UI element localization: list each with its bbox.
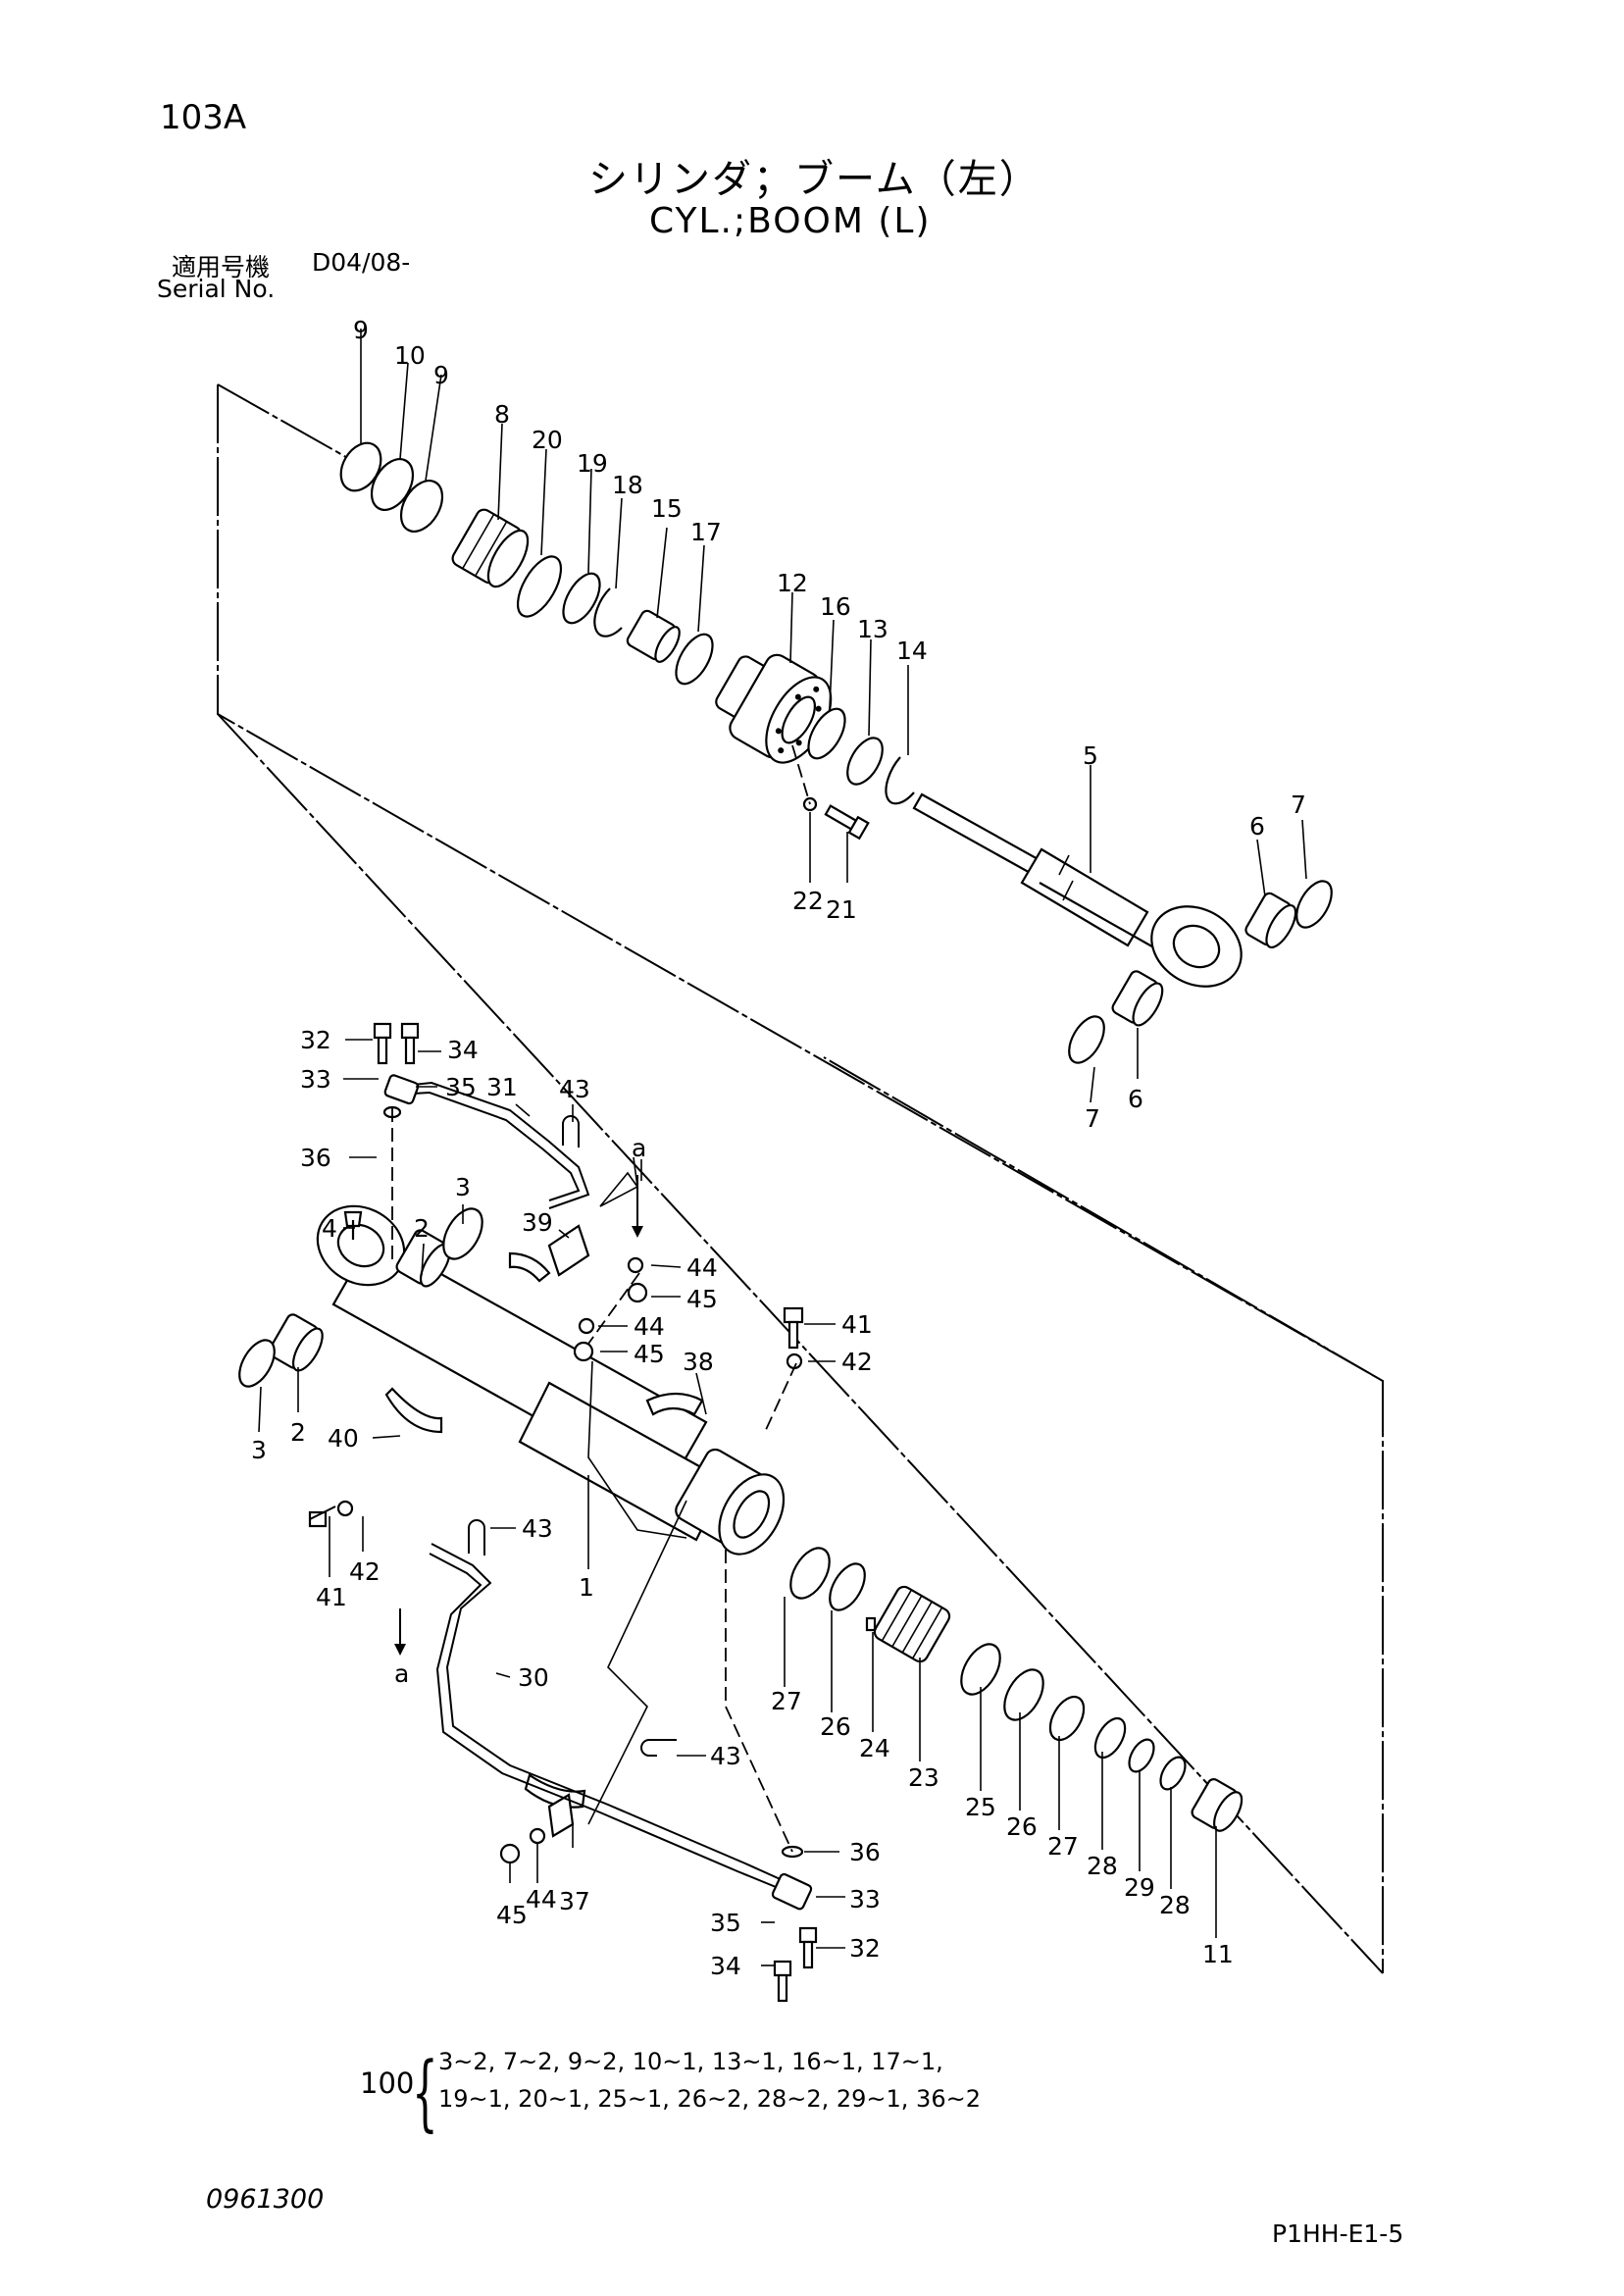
callout-40: 40 xyxy=(328,1424,359,1453)
callout-38: 38 xyxy=(683,1348,714,1376)
callout-28a: 28 xyxy=(1087,1852,1118,1880)
callout-10: 10 xyxy=(394,341,426,370)
callout-5: 5 xyxy=(1083,741,1098,770)
callout-16: 16 xyxy=(820,592,851,621)
callout-labels: 9 10 9 8 20 19 18 15 17 12 16 13 14 5 6 … xyxy=(251,316,1306,1980)
callout-22: 22 xyxy=(792,887,824,915)
callout-33a: 33 xyxy=(300,1065,331,1094)
callout-13: 13 xyxy=(857,615,888,643)
callout-34b: 34 xyxy=(710,1952,741,1980)
callout-3a: 3 xyxy=(455,1173,471,1201)
callout-44a: 44 xyxy=(686,1253,718,1282)
kit-brace: { xyxy=(412,2044,438,2140)
callout-35b: 35 xyxy=(710,1909,741,1937)
callout-12: 12 xyxy=(777,569,808,597)
callout-37: 37 xyxy=(559,1887,590,1915)
callout-45b: 45 xyxy=(634,1340,665,1368)
callout-24: 24 xyxy=(859,1734,890,1762)
callout-43b: 43 xyxy=(522,1514,553,1543)
title-english: CYL.;BOOM (L) xyxy=(649,201,932,241)
callout-27b: 27 xyxy=(1047,1832,1079,1861)
callout-26b: 26 xyxy=(1006,1812,1038,1841)
callout-15: 15 xyxy=(651,494,683,523)
callout-2b: 2 xyxy=(290,1418,306,1447)
callout-36b: 36 xyxy=(849,1838,881,1866)
callout-9a: 9 xyxy=(353,316,369,344)
callout-30: 30 xyxy=(518,1663,549,1692)
callout-21: 21 xyxy=(826,895,857,924)
callout-42a: 42 xyxy=(841,1348,873,1376)
callout-4: 4 xyxy=(322,1214,337,1243)
callout-6b: 6 xyxy=(1128,1085,1143,1113)
callout-41b: 41 xyxy=(316,1583,347,1611)
piston-rod xyxy=(912,792,1243,988)
callout-11: 11 xyxy=(1202,1940,1234,1968)
callout-29: 29 xyxy=(1124,1873,1155,1902)
callout-32a: 32 xyxy=(300,1026,331,1054)
cylinder-tube-assembly xyxy=(238,1022,1243,2003)
callout-8: 8 xyxy=(494,400,510,429)
callout-a2: a xyxy=(394,1659,409,1688)
rod-assembly xyxy=(339,441,1333,1064)
callout-26a: 26 xyxy=(820,1712,851,1741)
callout-7a: 7 xyxy=(1291,791,1306,819)
callout-45a: 45 xyxy=(686,1285,718,1313)
kit-contents-line-1: 3~2, 7~2, 9~2, 10~1, 13~1, 16~1, 17~1, xyxy=(438,2048,943,2075)
callout-1: 1 xyxy=(579,1573,594,1602)
callout-6a: 6 xyxy=(1249,812,1265,841)
callout-32b: 32 xyxy=(849,1934,881,1963)
callout-39: 39 xyxy=(522,1208,553,1237)
callout-20: 20 xyxy=(532,426,563,454)
callout-27a: 27 xyxy=(771,1687,802,1715)
serial-label-english: Serial No. xyxy=(157,275,276,303)
callout-34a: 34 xyxy=(447,1036,479,1064)
callout-9b: 9 xyxy=(433,361,449,389)
kit-contents-line-2: 19~1, 20~1, 25~1, 26~2, 28~2, 29~1, 36~2 xyxy=(438,2085,981,2113)
serial-label-japanese: 適用号機 xyxy=(172,253,271,281)
callout-36a: 36 xyxy=(300,1144,331,1172)
callout-2a: 2 xyxy=(414,1214,430,1243)
callout-44b: 44 xyxy=(634,1312,665,1341)
title-japanese: シリンダ；ブーム（左） xyxy=(588,157,1040,202)
callout-23: 23 xyxy=(908,1763,939,1792)
callout-31: 31 xyxy=(486,1073,518,1101)
callout-25: 25 xyxy=(965,1793,996,1821)
callout-3b: 3 xyxy=(251,1436,267,1464)
callout-44c: 44 xyxy=(526,1885,557,1913)
callout-45c: 45 xyxy=(496,1901,528,1929)
page-number: 103A xyxy=(160,98,247,137)
page-code: P1HH-E1-5 xyxy=(1272,2219,1404,2248)
serial-value: D04/08- xyxy=(312,248,411,277)
callout-35a: 35 xyxy=(445,1073,477,1101)
callout-18: 18 xyxy=(612,471,643,499)
callout-19: 19 xyxy=(577,449,608,478)
callout-43a: 43 xyxy=(559,1075,590,1103)
leader-lines xyxy=(258,329,1307,1966)
catalog-number: 0961300 xyxy=(206,2184,325,2215)
callout-41a: 41 xyxy=(841,1310,873,1339)
frame-outline xyxy=(217,383,1384,1973)
callout-33b: 33 xyxy=(849,1885,881,1913)
callout-17: 17 xyxy=(690,518,722,546)
kit-number: 100 xyxy=(360,2066,415,2100)
callout-7b: 7 xyxy=(1085,1104,1100,1133)
callout-a1: a xyxy=(632,1134,646,1162)
rod-gland xyxy=(715,653,833,764)
callout-14: 14 xyxy=(896,637,928,665)
callout-43c: 43 xyxy=(710,1742,741,1770)
callout-42b: 42 xyxy=(349,1557,381,1586)
callout-28b: 28 xyxy=(1159,1891,1191,1919)
